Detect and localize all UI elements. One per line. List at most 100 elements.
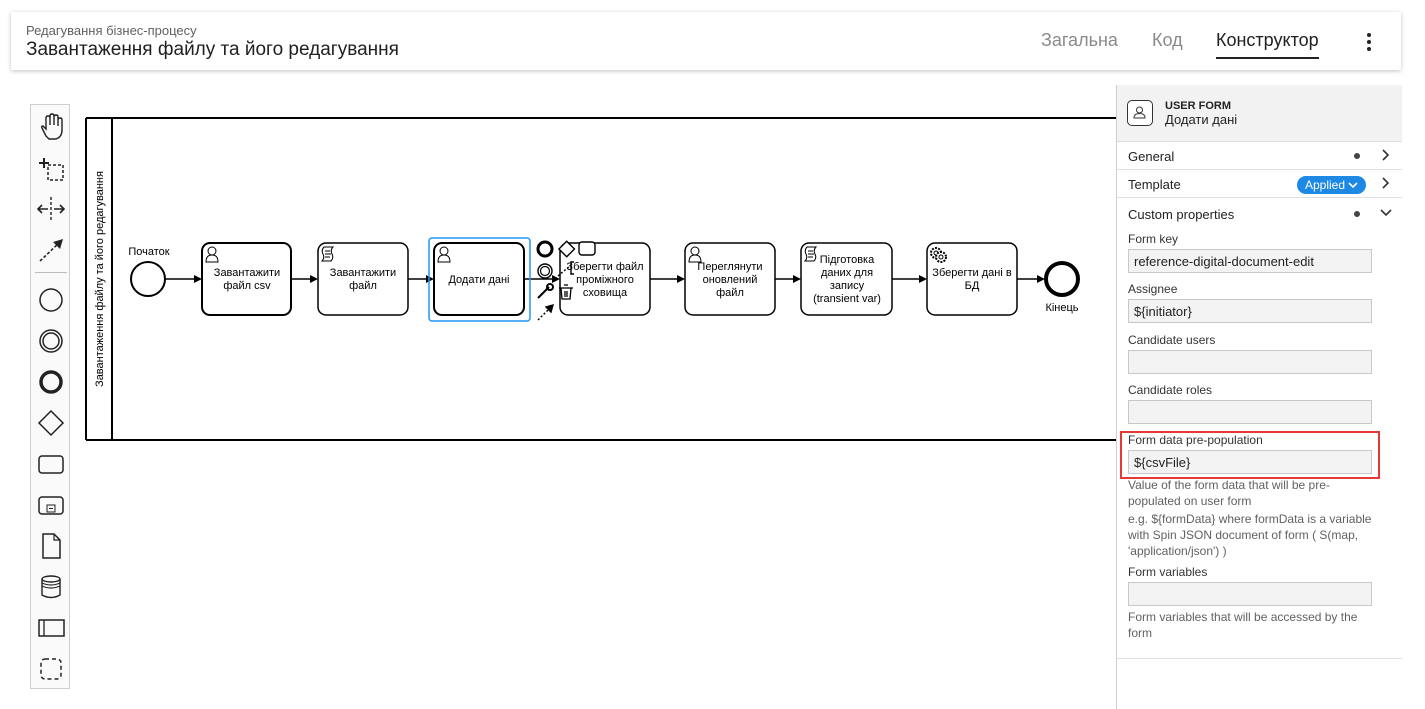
- service-task-icon: [930, 247, 947, 263]
- append-task-icon[interactable]: [578, 241, 596, 256]
- context-pad: [536, 240, 596, 321]
- task-label: Зберегти дані в: [932, 267, 1012, 279]
- prepopulation-label: Form data pre-population: [1128, 433, 1263, 447]
- highlight-box: [1120, 431, 1380, 479]
- space-tool-icon[interactable]: [34, 192, 68, 226]
- subprocess-icon[interactable]: [34, 488, 68, 522]
- task-save-to-db[interactable]: Зберегти дані в БД: [926, 242, 1018, 316]
- task-label: (transient var): [813, 293, 881, 305]
- group-general[interactable]: General: [1117, 142, 1402, 170]
- properties-panel: USER FORM Додати дані General Template A…: [1116, 85, 1402, 709]
- has-entries-indicator: [1354, 153, 1360, 159]
- connect-tool-icon[interactable]: [34, 233, 68, 267]
- task-save-temp-storage[interactable]: Зберегти файл проміжного сховища: [559, 242, 651, 316]
- chevron-right-icon: [1382, 149, 1390, 161]
- form-variables-input[interactable]: [1128, 582, 1372, 606]
- task-label: файл: [716, 287, 744, 299]
- app-header: Редагування бізнес-процесу Завантаження …: [11, 12, 1401, 70]
- change-type-icon[interactable]: [537, 283, 554, 299]
- user-task-icon: [437, 246, 451, 263]
- task-label: Підготовка: [820, 254, 875, 266]
- task-label: Переглянути: [697, 261, 762, 273]
- element-type: USER FORM: [1165, 100, 1231, 112]
- element-name: Додати дані: [1165, 112, 1238, 127]
- group-custom-properties[interactable]: Custom properties: [1117, 198, 1402, 226]
- start-event-icon[interactable]: [34, 283, 68, 317]
- group-icon[interactable]: [34, 652, 68, 686]
- lasso-tool-icon[interactable]: [34, 151, 68, 185]
- end-event-icon[interactable]: [34, 365, 68, 399]
- candidate-roles-input[interactable]: [1128, 400, 1372, 424]
- page-subtitle: Редагування бізнес-процесу: [26, 23, 197, 38]
- task-label: Зберегти файл: [566, 261, 643, 273]
- assignee-label: Assignee: [1128, 282, 1178, 296]
- task-label: Завантажити: [330, 267, 396, 279]
- append-gateway-icon[interactable]: [557, 240, 576, 258]
- tab-code[interactable]: Код: [1152, 30, 1183, 50]
- hand-tool-icon[interactable]: [34, 110, 68, 144]
- task-icon[interactable]: [34, 447, 68, 481]
- template-applied-label: Applied: [1305, 178, 1346, 192]
- candidate-users-label: Candidate users: [1128, 333, 1216, 347]
- delete-icon[interactable]: [559, 284, 573, 300]
- script-task-icon: [803, 246, 818, 262]
- end-event[interactable]: [1044, 261, 1080, 297]
- prepopulation-input[interactable]: [1128, 450, 1372, 474]
- panel-header: USER FORM Додати дані: [1117, 85, 1402, 142]
- task-add-data[interactable]: Додати дані: [428, 237, 531, 322]
- task-label: Додати дані: [448, 274, 509, 286]
- start-event[interactable]: [130, 261, 166, 297]
- candidate-users-input[interactable]: [1128, 350, 1372, 374]
- intermediate-event-icon[interactable]: [34, 324, 68, 358]
- data-object-icon[interactable]: [34, 529, 68, 563]
- task-upload-csv[interactable]: Завантажити файл csv: [201, 242, 292, 316]
- assignee-input[interactable]: [1128, 299, 1372, 323]
- task-label: проміжного: [576, 274, 634, 286]
- page-title: Завантаження файлу та його редагування: [26, 39, 399, 60]
- data-store-icon[interactable]: [34, 570, 68, 604]
- more-menu-icon[interactable]: [1366, 33, 1372, 51]
- task-label: даних для: [821, 267, 873, 279]
- has-entries-indicator: [1354, 211, 1360, 217]
- connect-icon[interactable]: [537, 303, 555, 321]
- task-label: файл: [349, 280, 377, 292]
- palette-separator: [35, 272, 67, 273]
- pool-label: Завантаження файлу та його редагування: [94, 171, 106, 387]
- tool-palette: [30, 104, 70, 689]
- task-view-updated-file[interactable]: Переглянути оновлений файл: [684, 242, 776, 316]
- task-label: БД: [965, 280, 980, 292]
- task-label: Завантажити: [214, 267, 280, 279]
- chevron-down-icon: [1348, 182, 1358, 189]
- group-template-label: Template: [1128, 177, 1181, 192]
- text-annotation-icon[interactable]: [557, 261, 574, 277]
- chevron-right-icon: [1382, 177, 1390, 189]
- start-event-label: Початок: [128, 246, 169, 258]
- append-end-event-icon[interactable]: [536, 240, 554, 258]
- user-task-icon: [688, 246, 702, 263]
- task-label: файл csv: [223, 280, 271, 292]
- task-prepare-data[interactable]: Підготовка даних для запису (transient v…: [800, 242, 893, 316]
- tab-constructor[interactable]: Конструктор: [1216, 30, 1319, 59]
- tab-general[interactable]: Загальна: [1041, 30, 1118, 50]
- form-variables-label: Form variables: [1128, 565, 1208, 579]
- flow-arrowheads: [194, 275, 1045, 283]
- group-general-label: General: [1128, 149, 1175, 164]
- gateway-icon[interactable]: [34, 406, 68, 440]
- form-key-input[interactable]: [1128, 249, 1372, 273]
- prepopulation-description: Value of the form data that will be pre-…: [1128, 478, 1330, 508]
- user-task-icon: [205, 246, 219, 263]
- template-applied-badge[interactable]: Applied: [1297, 176, 1367, 194]
- task-label: запису: [830, 280, 865, 292]
- panel-divider: [1117, 658, 1402, 659]
- diagram-canvas[interactable]: Завантаження файлу та його редагування П…: [0, 0, 1116, 709]
- pool-icon[interactable]: [34, 611, 68, 645]
- user-form-icon: [1127, 100, 1153, 126]
- pool[interactable]: [85, 117, 1116, 441]
- task-upload-file[interactable]: Завантажити файл: [317, 242, 409, 316]
- selection-outline: [428, 237, 531, 322]
- group-template[interactable]: Template Applied: [1117, 170, 1402, 198]
- end-event-label: Кінець: [1045, 302, 1078, 314]
- task-label: сховища: [583, 287, 628, 299]
- script-task-icon: [320, 246, 335, 262]
- prepopulation-example: e.g. ${formData} where formData is a var…: [1128, 512, 1372, 558]
